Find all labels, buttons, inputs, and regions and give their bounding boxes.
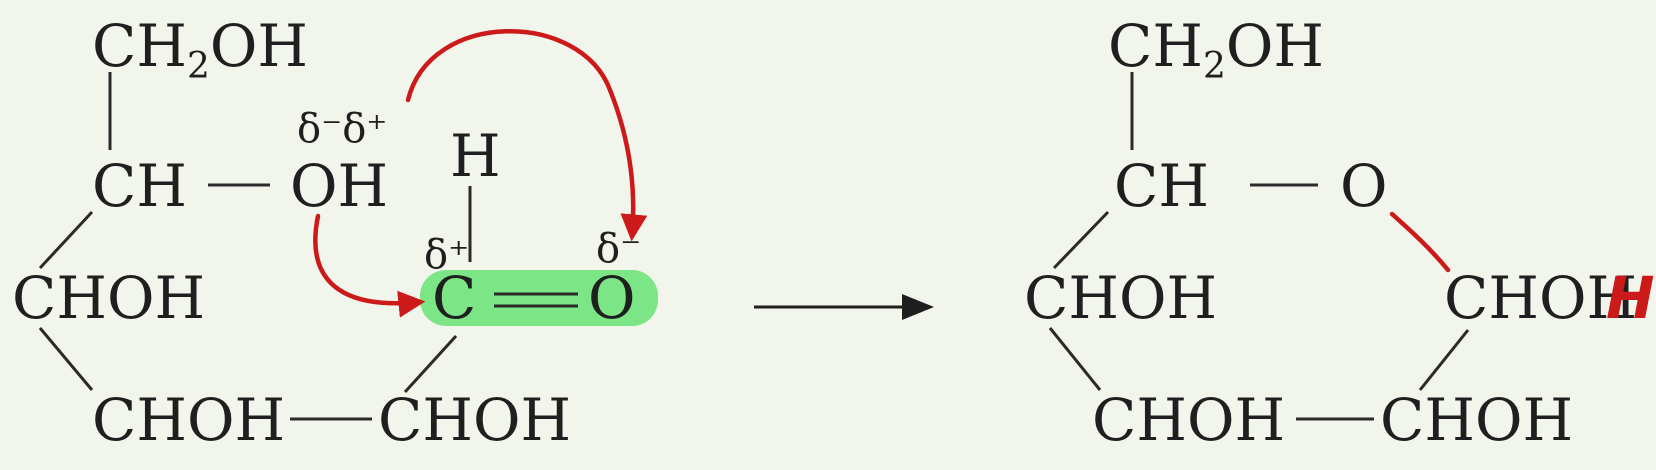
left-oh: OH	[290, 152, 388, 220]
bond-choh-choh	[1048, 327, 1102, 391]
right-choh-bottom-right: CHOH	[1380, 386, 1573, 454]
bond-ch-choh	[38, 210, 94, 270]
left-choh-bottom-right: CHOH	[378, 386, 571, 454]
left-ch: CH	[92, 152, 187, 220]
bond-c-choh	[403, 334, 458, 394]
bond-ch-choh	[1052, 210, 1110, 270]
bond-choh-choh	[38, 327, 94, 391]
delta-plus-c: δ⁺	[424, 232, 469, 278]
ring-structure: CH2OH CH O CHOH CHOH CHOH CHOH H	[1024, 12, 1655, 454]
bond-choh-choh-right	[1418, 329, 1470, 391]
left-choh-middle: CHOH	[12, 264, 205, 332]
right-choh-middle-right: CHOH	[1444, 264, 1637, 332]
ring-oxygen: O	[1340, 152, 1388, 220]
left-ch2oh: CH2OH	[92, 12, 308, 87]
open-chain-structure: CH2OH δ⁻δ⁺ CH OH H δ⁺ δ⁻ CHOH C O CHOH C…	[12, 12, 658, 454]
delta-pair-label: δ⁻δ⁺	[297, 106, 387, 152]
right-ch: CH	[1114, 152, 1209, 220]
curved-arrow-icon	[405, 28, 648, 242]
right-ch2oh: CH2OH	[1108, 12, 1324, 87]
arrow-right-icon	[754, 294, 934, 320]
carbonyl-o: O	[588, 264, 636, 332]
right-choh-middle-left: CHOH	[1024, 264, 1217, 332]
annotation-h: H	[1606, 264, 1655, 332]
new-bond-highlight	[1389, 211, 1451, 273]
aldehyde-h: H	[450, 122, 501, 190]
carbonyl-c: C	[432, 264, 476, 332]
carbonyl-highlight	[420, 270, 658, 326]
right-choh-bottom-left: CHOH	[1092, 386, 1285, 454]
left-choh-bottom-left: CHOH	[92, 386, 285, 454]
curved-arrow-icon	[313, 213, 426, 318]
